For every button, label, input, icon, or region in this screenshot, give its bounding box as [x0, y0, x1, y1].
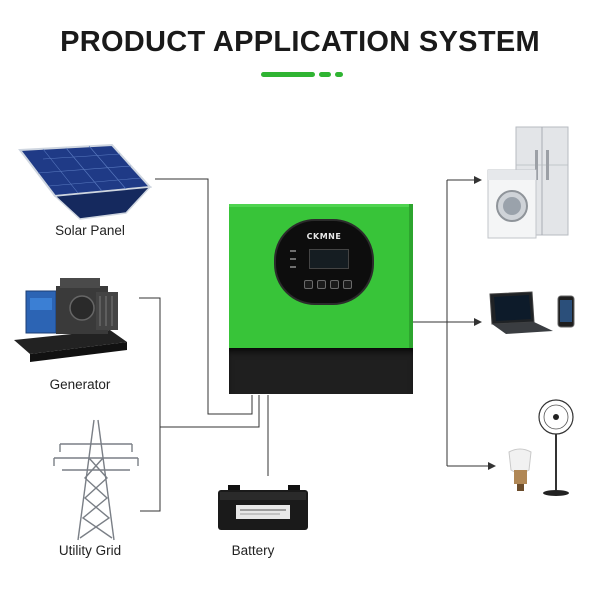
status-led: [290, 266, 296, 268]
inverter-button: [317, 280, 326, 289]
refrigerator-washer-icon: [487, 126, 569, 239]
inverter-button: [304, 280, 313, 289]
inverter-green-casing: CKMNE: [229, 204, 413, 348]
inverter-button: [330, 280, 339, 289]
solar-panel-icon: [18, 143, 153, 220]
fan-bulb-icon: [508, 399, 574, 496]
label-solar-panel: Solar Panel: [55, 223, 125, 238]
label-generator: Generator: [49, 377, 111, 392]
solar-connection: [155, 178, 253, 415]
hybrid-inverter: CKMNE: [229, 204, 413, 394]
grid-generator-connection: [160, 395, 260, 428]
inverter-bottom-casing: [229, 348, 413, 394]
label-battery: Battery: [231, 543, 275, 558]
laptop-phone-icon: [489, 291, 575, 334]
title-accent-dot: [335, 72, 343, 77]
status-led: [290, 258, 296, 260]
inverter-status-leds: [290, 250, 296, 274]
inverter-lcd-screen: [309, 249, 349, 269]
generator-icon: [14, 278, 127, 362]
title-accent-dot: [319, 72, 331, 77]
inverter-button: [343, 280, 352, 289]
battery-icon: [218, 485, 308, 530]
inverter-buttons: [304, 276, 356, 294]
transmission-tower-icon: [53, 419, 139, 541]
page-title: PRODUCT APPLICATION SYSTEM: [60, 26, 540, 58]
title-accent-bar: [261, 72, 315, 77]
generator-connection: [139, 297, 161, 512]
inverter-control-panel: CKMNE: [274, 219, 374, 305]
connection-lines: [139, 176, 496, 512]
inverter-brand-logo: CKMNE: [306, 232, 342, 241]
label-utility-grid: Utility Grid: [58, 543, 122, 558]
status-led: [290, 250, 296, 252]
